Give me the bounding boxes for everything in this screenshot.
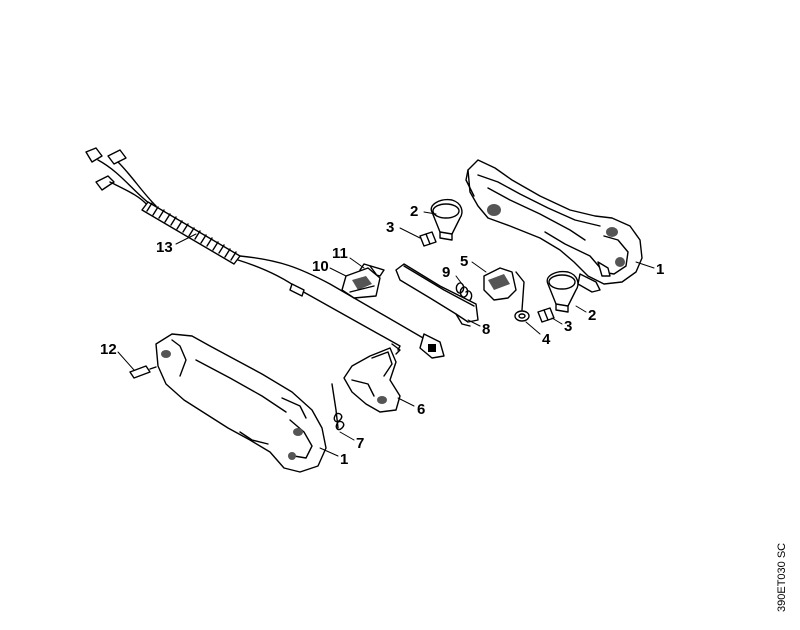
callout-p2a: 2 bbox=[410, 203, 418, 220]
callout-p12: 12 bbox=[100, 341, 117, 358]
slide-plate bbox=[359, 263, 385, 277]
callout-p1b: 1 bbox=[340, 451, 348, 468]
clamp-lower bbox=[546, 270, 579, 313]
callout-p3b: 3 bbox=[564, 318, 572, 335]
callout-p13: 13 bbox=[156, 239, 173, 256]
trigger-interlock bbox=[483, 267, 525, 311]
callout-p1a: 1 bbox=[656, 261, 664, 278]
callout-p3a: 3 bbox=[386, 219, 394, 236]
callout-p8: 8 bbox=[482, 321, 490, 338]
callout-labels: 1 1 2 2 3 3 4 5 6 7 8 9 10 11 12 13 bbox=[100, 203, 664, 468]
callout-p7: 7 bbox=[356, 435, 364, 452]
screw-12 bbox=[129, 365, 157, 379]
callout-leaders bbox=[117, 211, 655, 457]
handle-housing-lower bbox=[155, 333, 327, 473]
callout-p6: 6 bbox=[417, 401, 425, 418]
wiring-harness bbox=[85, 147, 445, 359]
stop-switch bbox=[341, 267, 381, 299]
clamp-upper bbox=[430, 198, 463, 241]
torsion-spring bbox=[331, 383, 345, 431]
callout-p4: 4 bbox=[542, 331, 551, 348]
throttle-trigger bbox=[395, 263, 479, 327]
screw-lower bbox=[537, 307, 555, 323]
screw-upper bbox=[419, 231, 437, 247]
spring-4 bbox=[514, 310, 530, 322]
trigger-housing bbox=[343, 347, 401, 413]
callout-p10: 10 bbox=[312, 258, 329, 275]
callout-p5: 5 bbox=[460, 253, 468, 270]
drawing-code: 390ET030 SC bbox=[776, 542, 788, 612]
callout-p9: 9 bbox=[442, 264, 450, 281]
callout-p2b: 2 bbox=[588, 307, 596, 324]
callout-p11: 11 bbox=[332, 245, 348, 262]
